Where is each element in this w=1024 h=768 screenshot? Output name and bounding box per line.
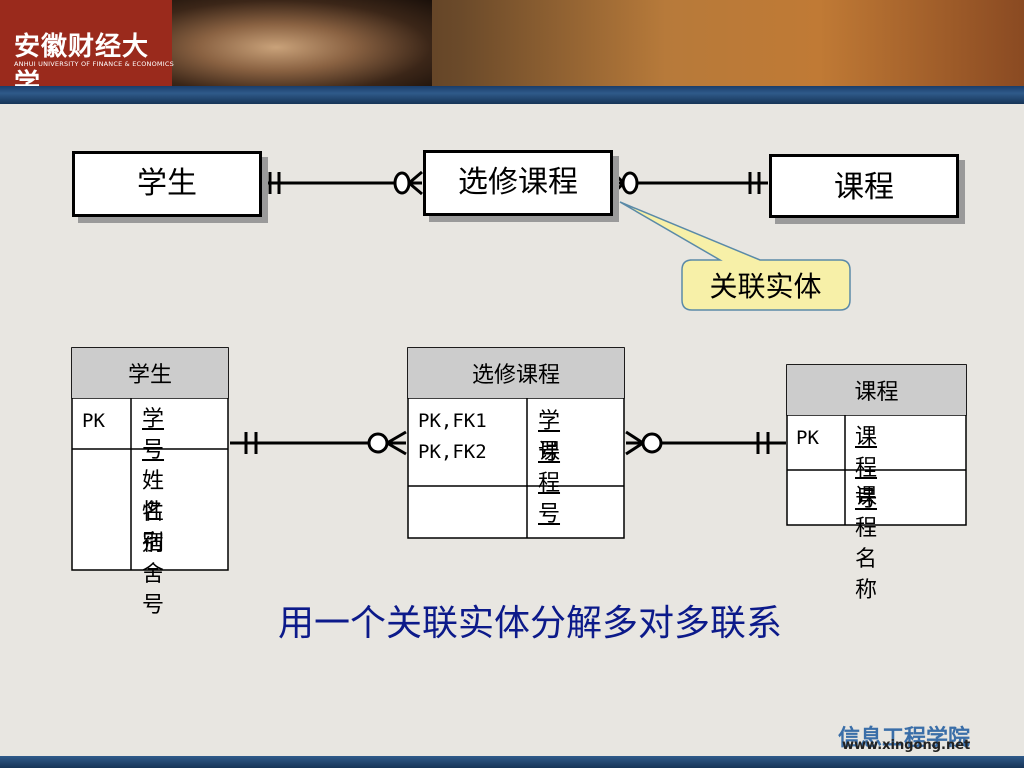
entity-course-label: 课程 xyxy=(834,170,894,205)
footer-url: www.xingong.net xyxy=(842,738,971,753)
entity-enrollment: 选修课程 xyxy=(423,150,613,216)
callout-label: 关联实体 xyxy=(709,270,822,303)
footer-bar xyxy=(0,756,1024,768)
university-name-en: ANHUI UNIVERSITY OF FINANCE & ECONOMICS xyxy=(14,60,174,68)
header-photo xyxy=(172,0,432,86)
table-enrollment-key-attr: 学号 xyxy=(538,409,561,465)
table-course-title: 课程 xyxy=(787,365,966,415)
entity-student: 学生 xyxy=(72,151,262,217)
callout-bubble xyxy=(619,201,851,311)
footer-brand: 信息工程学院 xyxy=(838,726,971,751)
relationship-enrollment-table-course-table xyxy=(625,430,786,456)
relationship-student-enrollment xyxy=(262,170,423,196)
relationship-student-table-enrollment-table xyxy=(230,430,407,456)
table-enrollment-key-attr: 课程号 xyxy=(538,440,561,527)
table-student-attr: 宿舍号 xyxy=(142,531,165,618)
entity-student-label: 学生 xyxy=(137,166,197,201)
table-student-pk-label: PK xyxy=(82,410,105,432)
table-student-attr: 姓名 xyxy=(142,469,165,525)
header-divider-bar xyxy=(0,86,1024,104)
table-enrollment-key-label: PK,FK1 xyxy=(418,410,487,432)
table-course-pk-attr: 课程号 xyxy=(855,425,878,512)
table-course-pk-label: PK xyxy=(796,427,819,449)
entity-course: 课程 xyxy=(769,154,959,218)
table-enrollment-key-label: PK,FK2 xyxy=(418,441,487,463)
relationship-enrollment-course xyxy=(610,170,768,196)
table-course-attr: 课程名称 xyxy=(855,485,878,603)
table-student-attr: 性别 xyxy=(142,500,165,556)
table-enrollment-title: 选修课程 xyxy=(408,348,624,398)
table-student-title: 学生 xyxy=(72,348,228,398)
table-student-pk-attr: 学号 xyxy=(142,407,165,463)
slide-caption: 用一个关联实体分解多对多联系 xyxy=(277,603,782,644)
entity-enrollment-label: 选修课程 xyxy=(458,165,578,200)
